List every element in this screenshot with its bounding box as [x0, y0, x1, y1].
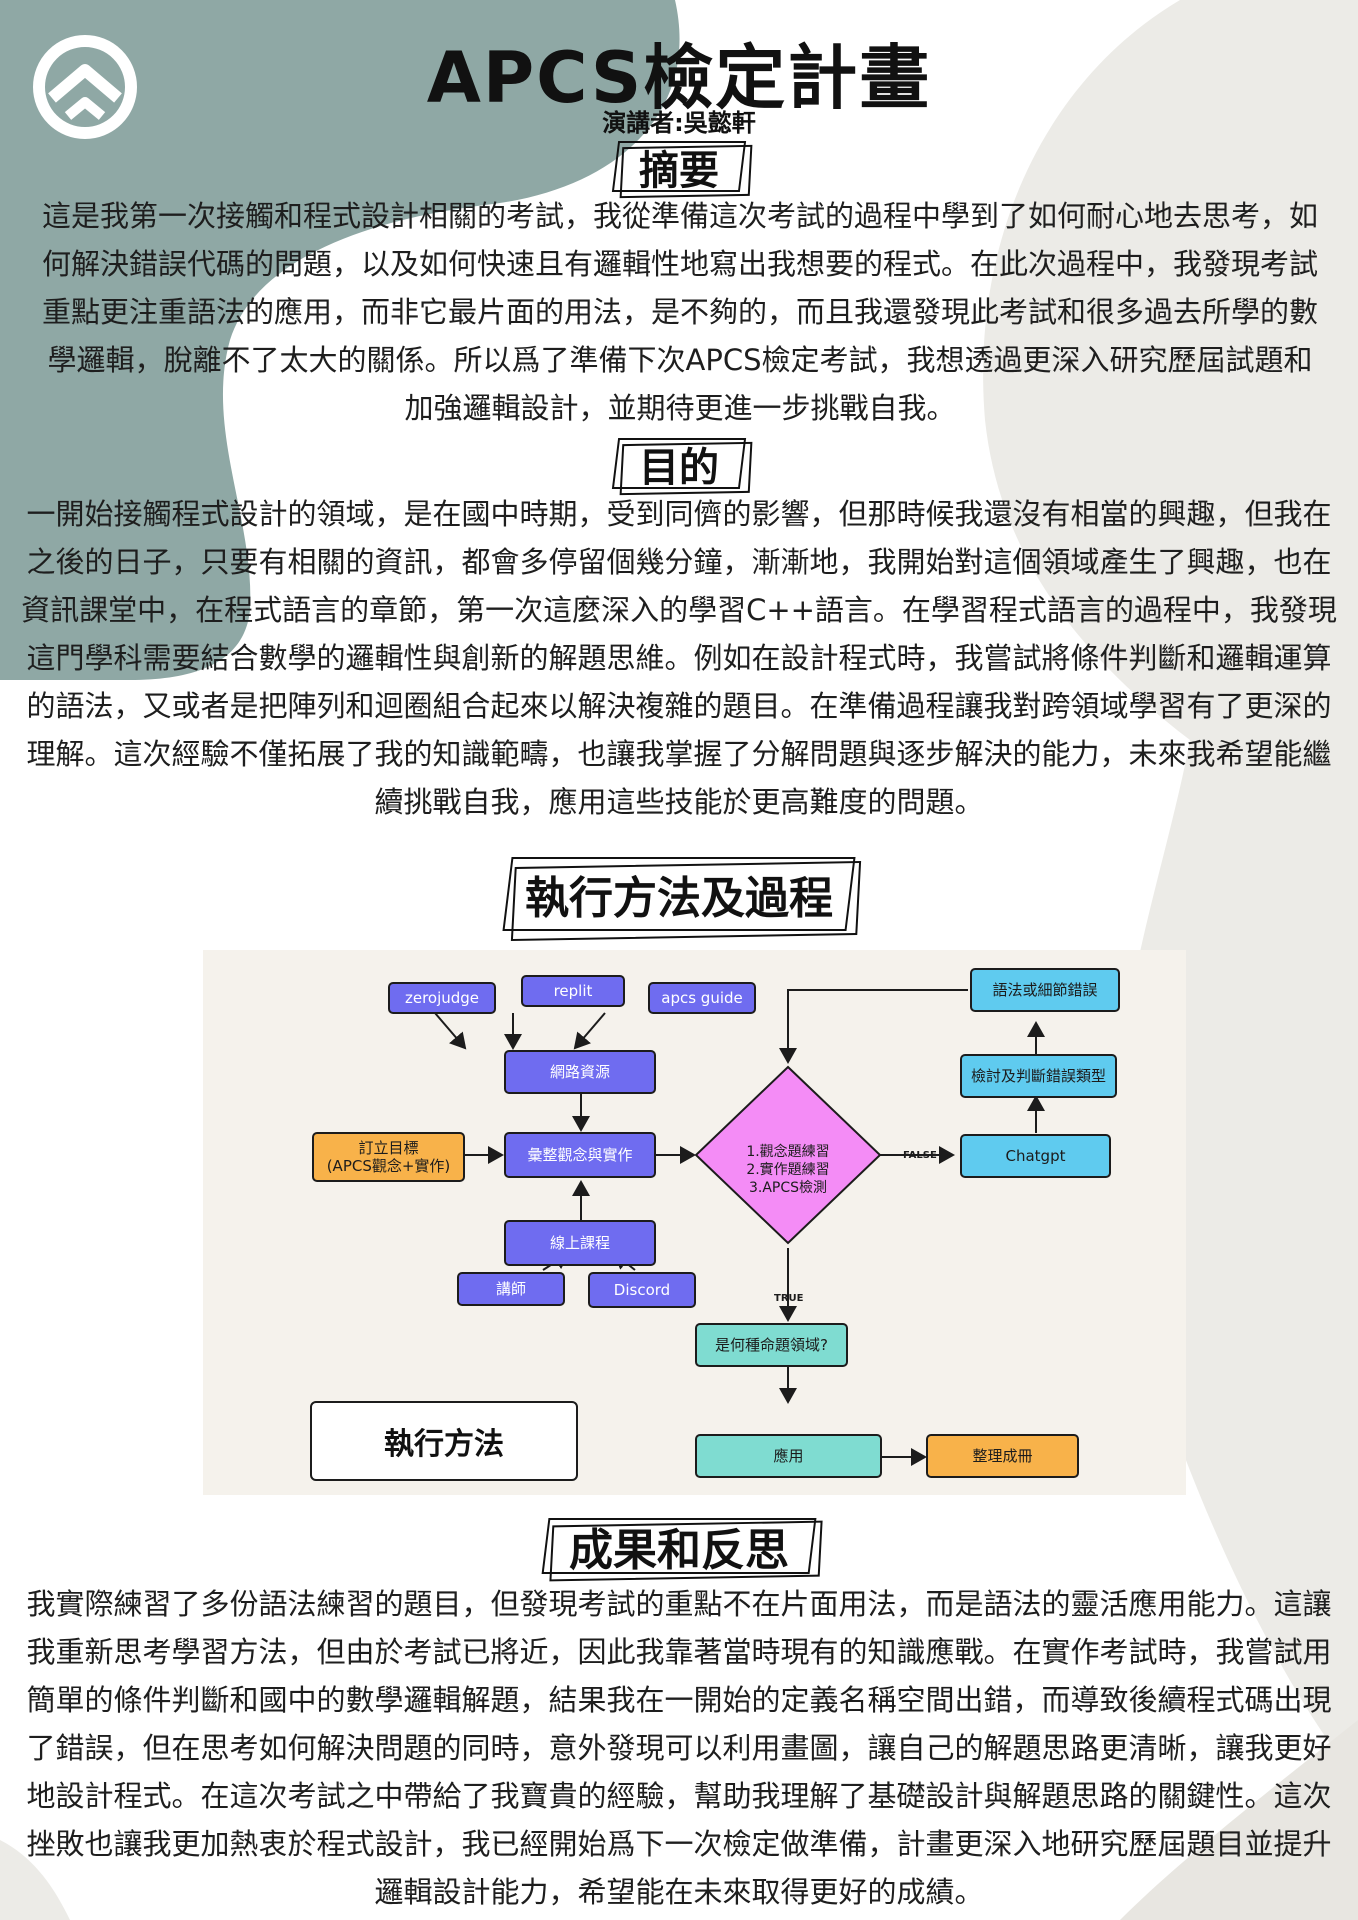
apcs-guide-node: apcs guide	[648, 982, 756, 1014]
organize-book-node: 整理成冊	[926, 1434, 1079, 1478]
syntax-error-node: 語法或細節錯誤	[970, 968, 1120, 1012]
flowchart-connectors	[434, 989, 1045, 1466]
light-gray-blob-lower-right	[1120, 1720, 1358, 1920]
light-gray-blob-right	[983, 0, 1358, 1780]
flowchart: zerojudge replit apcs guide 網路資源 訂立目標 (A…	[203, 950, 1186, 1495]
true-label: TRUE	[774, 1293, 804, 1304]
speaker-name: 演講者:吳懿軒	[602, 109, 756, 137]
false-label: FALSE	[903, 1150, 937, 1161]
compile-concepts-node: 彙整觀念與實作	[504, 1132, 656, 1178]
online-course-node: 線上課程	[504, 1220, 656, 1266]
teal-blob	[0, 0, 680, 680]
practice-decision-label: 1.觀念題練習 2.實作題練習 3.APCS檢測	[746, 1144, 830, 1196]
practice-decision-diamond	[694, 1065, 882, 1245]
page-title: APCS檢定計畫	[426, 37, 932, 119]
result-body: 我實際練習了多份語法練習的題目，但發現考試的重點不在片面用法，而是語法的靈活應用…	[26, 1587, 1332, 1909]
replit-node: replit	[521, 975, 625, 1007]
chatgpt-node: Chatgpt	[960, 1134, 1111, 1178]
result-heading: 成果和反思	[0, 1514, 1358, 1578]
review-error-type-node: 檢討及判斷錯誤類型	[960, 1054, 1117, 1098]
which-domain-node: 是何種命題領域?	[695, 1323, 848, 1367]
apply-node: 應用	[695, 1434, 882, 1478]
method-label-box: 執行方法	[310, 1401, 578, 1481]
abstract-body: 這是我第一次接觸和程式設計相關的考試，我從準備這次考試的過程中學到了如何耐心地去…	[41, 199, 1318, 425]
zerojudge-node: zerojudge	[388, 982, 496, 1014]
web-resources-node: 網路資源	[504, 1050, 656, 1094]
purpose-body: 一開始接觸程式設計的領域，是在國中時期，受到同儕的影響，但那時候我還沒有相當的興…	[21, 497, 1337, 819]
set-goal-node: 訂立目標 (APCS觀念+實作)	[312, 1132, 465, 1182]
method-heading: 執行方法及過程	[0, 852, 1358, 936]
abstract-heading: 摘要	[0, 138, 1358, 196]
teacher-node: 講師	[457, 1272, 565, 1306]
light-gray-blob-bottom	[0, 1840, 70, 1920]
house-roof-logo-icon	[33, 35, 137, 139]
discord-node: Discord	[588, 1272, 696, 1308]
purpose-heading: 目的	[0, 435, 1358, 493]
